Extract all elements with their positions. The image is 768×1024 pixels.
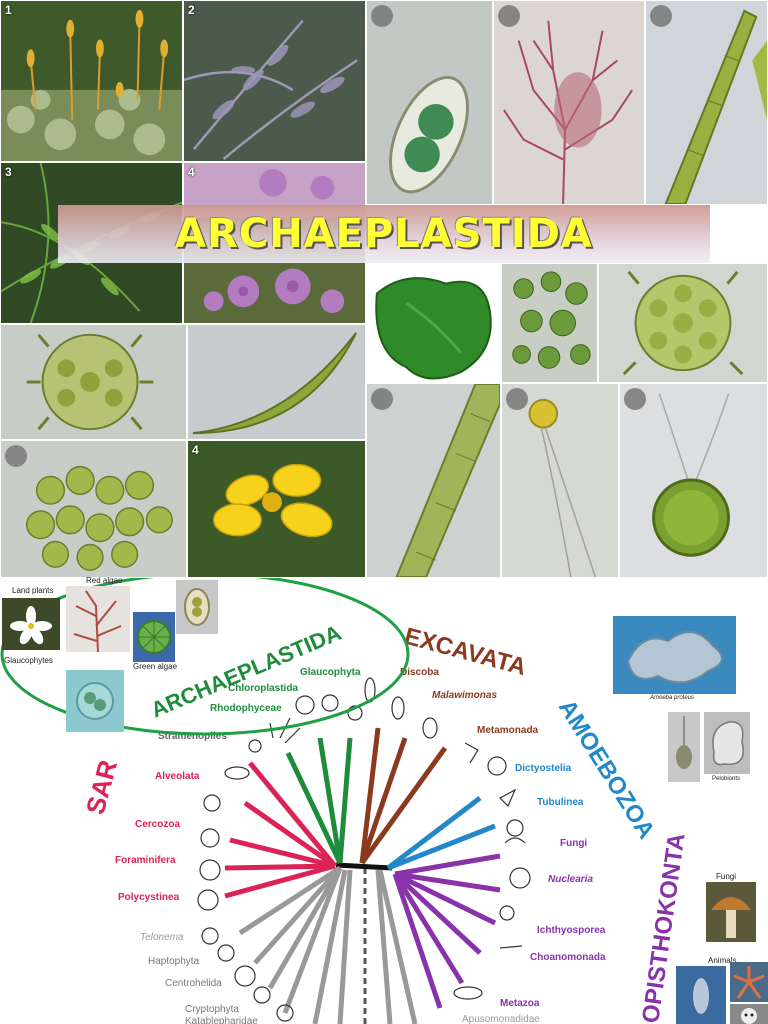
animals-thumb-3 [730, 1004, 768, 1024]
tile-number: 2 [188, 3, 195, 17]
excavata-branches [359, 727, 448, 865]
moss-photo: 1 [0, 0, 183, 162]
archaeplastida-branches [285, 737, 353, 865]
flagellate-photo [501, 383, 619, 578]
group-fungi: Fungi [560, 838, 587, 849]
group-metazoa: Metazoa [500, 998, 540, 1009]
group-malawimonas: Malawimonas [432, 690, 497, 701]
supergroup-sar: SAR [80, 757, 123, 818]
label-red-algae: Red algae [86, 576, 123, 585]
group-chloroplastida: Chloroplastida [228, 683, 298, 694]
group-glaucophyta: Glaucophyta [300, 667, 361, 678]
pelobiont-thumb-1 [668, 712, 700, 782]
yellow-flower-photo: 4 [187, 440, 366, 578]
sea-lettuce-photo [366, 263, 501, 383]
photo-montage: 1 2 [0, 0, 768, 578]
closterium-photo [187, 324, 366, 440]
fungi-thumb [706, 882, 756, 942]
label-fungi: Fungi [716, 872, 737, 881]
green-spheres-photo [501, 263, 598, 383]
page-title: ARCHAEPLASTIDA [175, 211, 593, 257]
group-tubulinea: Tubulinea [537, 797, 584, 808]
marker-dot [5, 445, 27, 467]
glaucophyte-thumb [176, 580, 218, 634]
other-branches [238, 865, 418, 1024]
tile-number: 3 [5, 165, 12, 179]
amoebozoa-branches [386, 796, 496, 871]
group-foraminifera: Foraminifera [115, 855, 176, 866]
animals-thumb-2 [730, 962, 768, 1002]
group-dictyostelia: Dictyostelia [515, 763, 572, 774]
animals-thumb-1 [676, 966, 726, 1024]
opisthokonta-branches [392, 853, 501, 1009]
group-alveolata: Alveolata [155, 771, 200, 782]
label-amoeba: Amoeba proteus [650, 695, 695, 701]
green-colony-photo [0, 440, 187, 578]
sar-branches [224, 761, 337, 899]
fern-frond-photo: 2 [183, 0, 366, 162]
group-nuclearia: Nuclearia [548, 874, 593, 885]
label-green-algae: Green algae [133, 662, 178, 671]
tile-number: 4 [188, 165, 195, 179]
pediastrum-photo [598, 263, 768, 383]
marker-dot [650, 5, 672, 27]
pelobiont-thumb-2 [704, 712, 750, 774]
title-banner: ARCHAEPLASTIDA [58, 205, 710, 263]
group-stramenopiles: Stramenopiles [158, 731, 227, 742]
group-choanomonada: Choanomonada [530, 952, 606, 963]
group-rhodophyceae: Rhodophyceae [210, 703, 282, 714]
green-algae-thumb [133, 612, 175, 662]
label-land-plants: Land plants [12, 586, 54, 595]
group-metamonada: Metamonada [477, 725, 539, 736]
amoeba-thumb [613, 616, 736, 694]
red-algae-thumb [66, 586, 130, 652]
group-cercozoa: Cercozoa [135, 819, 180, 830]
green-filament-photo [645, 0, 768, 205]
marker-dot [498, 5, 520, 27]
eukaryote-tree-diagram: ARCHAEPLASTIDA EXCAVATA AMOEBOZOA SAR OP… [0, 576, 768, 1024]
chlamydomonas-photo [619, 383, 768, 578]
red-alga-photo [493, 0, 645, 205]
marker-dot [371, 5, 393, 27]
group-haptophyta: Haptophyta [148, 956, 200, 967]
organism-sketches [197, 677, 531, 1022]
glaucophytes-thumb [66, 670, 124, 732]
label-animals: Animals [708, 956, 737, 965]
group-ichthyosporea: Ichthyosporea [537, 925, 606, 936]
group-cryptophyta: Cryptophyta [185, 1004, 239, 1015]
glaucophyte-photo [366, 0, 493, 205]
land-plants-thumb [2, 598, 60, 650]
group-centrohelida: Centrohelida [165, 978, 222, 989]
group-apusomonadidae: Apusomonadidae [462, 1014, 540, 1024]
filament-closeup-photo [366, 383, 501, 578]
marker-dot [506, 388, 528, 410]
group-telonema: Telonema [140, 932, 184, 943]
root-bar [335, 862, 393, 871]
marker-dot [624, 388, 646, 410]
group-katablepharidae: Katablepharidae [185, 1016, 258, 1024]
tile-number: 1 [5, 3, 12, 17]
pediastrum-colony-photo [0, 324, 187, 440]
tile-number: 4 [192, 443, 199, 457]
group-polycystinea: Polycystinea [118, 892, 180, 903]
archaeplastida-highlight-ellipse [0, 578, 410, 736]
group-discoba: Discoba [400, 667, 439, 678]
marker-dot [371, 388, 393, 410]
label-pelobionts: Pelobionts [712, 776, 741, 782]
label-glaucophytes: Glaucophytes [4, 656, 53, 665]
